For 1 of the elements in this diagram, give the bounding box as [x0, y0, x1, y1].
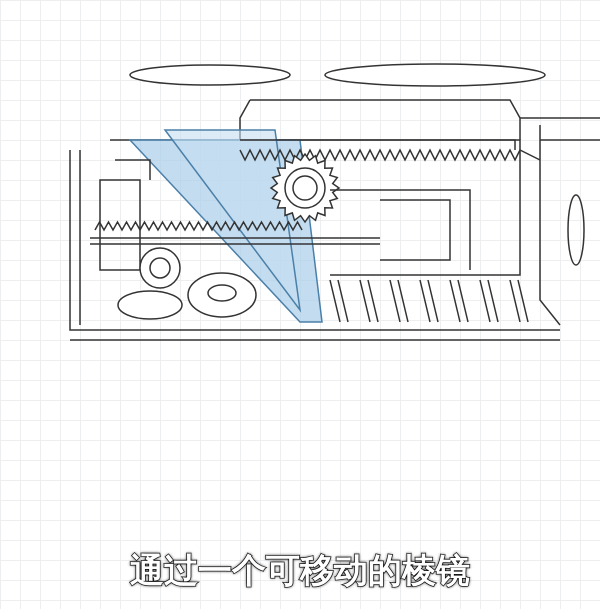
subtitle-caption: 通过一个可移动的棱镜	[130, 551, 470, 591]
